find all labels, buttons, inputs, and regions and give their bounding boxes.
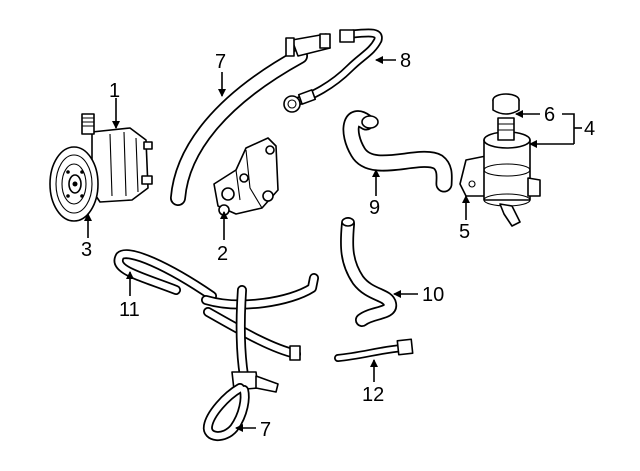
callout-7-lower: 7: [260, 419, 271, 441]
callout-labels: 1 2 3 4 5 6 7 7 8 9 10 11 12: [81, 50, 595, 441]
leader-lines: [84, 56, 582, 432]
callout-4: 4: [584, 118, 595, 140]
callout-1: 1: [109, 80, 120, 102]
pump-bracket: [213, 137, 279, 216]
callout-8: 8: [400, 50, 411, 72]
callout-5: 5: [459, 221, 470, 243]
return-hose-upper: [170, 33, 331, 206]
callout-11: 11: [119, 299, 140, 321]
hose-10: [340, 217, 397, 327]
callout-10: 10: [422, 284, 444, 306]
line-12: [334, 338, 414, 362]
callout-3: 3: [81, 239, 92, 261]
callout-12: 12: [362, 384, 384, 406]
fluid-reservoir: [459, 93, 541, 227]
callout-9: 9: [369, 197, 380, 219]
return-line-assembly: [113, 249, 319, 441]
pressure-line: [283, 28, 383, 113]
power-steering-pump: [49, 113, 153, 222]
callout-6: 6: [544, 104, 555, 126]
callout-2: 2: [217, 243, 228, 265]
reservoir-hose: [342, 110, 453, 193]
callout-7-upper: 7: [215, 51, 226, 73]
